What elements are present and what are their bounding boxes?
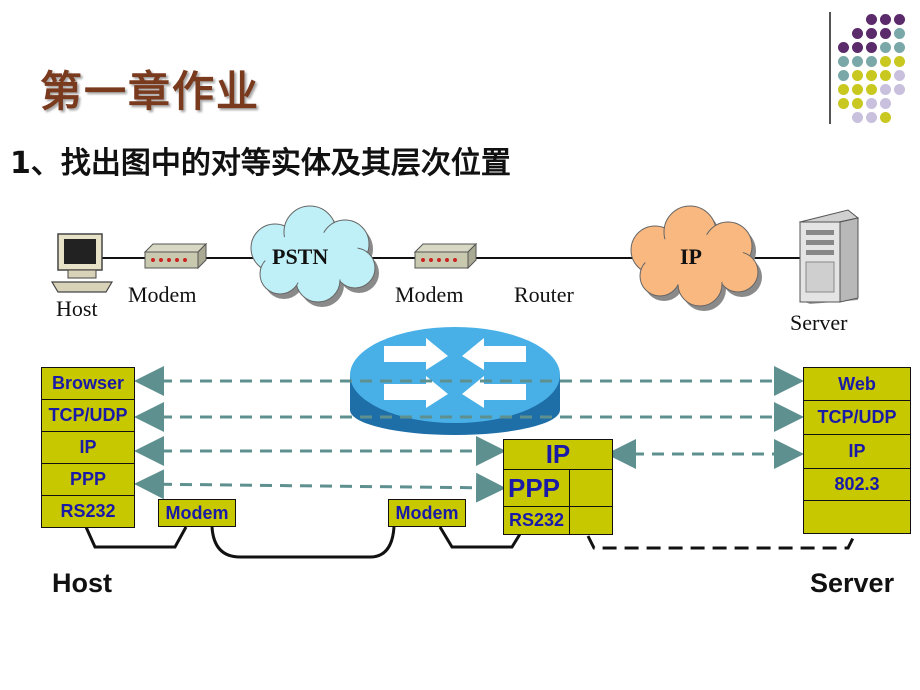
host-computer-icon xyxy=(50,233,114,293)
decor-dot xyxy=(894,42,905,53)
decor-dot xyxy=(866,14,877,25)
server-layer-tcpudp: TCP/UDP xyxy=(803,400,911,435)
host-layer-rs232: RS232 xyxy=(41,495,135,528)
decor-dot xyxy=(880,84,891,95)
router-label: Router xyxy=(514,282,574,307)
decor-dot xyxy=(838,98,849,109)
decor-dot xyxy=(852,28,863,39)
cable-router-server-ethernet xyxy=(586,527,860,550)
bottom-server-label: Server xyxy=(810,568,895,598)
decor-dot xyxy=(880,42,891,53)
decor-dot xyxy=(894,56,905,67)
ip-cloud-icon xyxy=(630,205,762,311)
modem-1-label: Modem xyxy=(128,282,197,307)
decor-dot xyxy=(838,42,849,53)
decor-dot xyxy=(852,112,863,123)
host-label: Host xyxy=(56,296,98,321)
decor-dot xyxy=(894,70,905,81)
peer-arrow-ppp xyxy=(134,469,506,503)
decor-dot xyxy=(894,14,905,25)
server-tower-icon xyxy=(798,209,860,304)
decor-dot xyxy=(894,28,905,39)
modem-2-label: Modem xyxy=(395,282,464,307)
page-title: 第一章作业 xyxy=(40,67,261,116)
decor-dot xyxy=(838,56,849,67)
question-line: 1、找出图中的对等实体及其层次位置 xyxy=(10,138,511,182)
decor-dot xyxy=(880,14,891,25)
question-text: 找出图中的对等实体及其层次位置 xyxy=(60,146,511,181)
decor-dot xyxy=(852,42,863,53)
decor-dot xyxy=(880,70,891,81)
pstn-label: PSTN xyxy=(272,244,329,269)
decor-dot xyxy=(880,98,891,109)
cable-modem-modem xyxy=(210,526,396,559)
ip-cloud-label: IP xyxy=(680,244,702,269)
decor-dot xyxy=(866,70,877,81)
decor-dot xyxy=(894,84,905,95)
host-layer-ppp: PPP xyxy=(41,463,135,496)
server-layer-physical xyxy=(803,500,911,534)
router-layer-ppp-ethernet-side xyxy=(569,469,613,507)
host-layer-browser: Browser xyxy=(41,367,135,400)
decor-dot xyxy=(838,84,849,95)
decor-dot xyxy=(866,98,877,109)
decor-dot xyxy=(866,28,877,39)
decor-dot xyxy=(852,98,863,109)
decor-dot xyxy=(880,56,891,67)
router-layer-physical-ethernet-side xyxy=(569,506,613,535)
cable-modem-router xyxy=(438,526,522,549)
decor-dot xyxy=(866,112,877,123)
decor-dot xyxy=(852,84,863,95)
host-side-modem-box: Modem xyxy=(158,499,236,527)
host-layer-ip: IP xyxy=(41,431,135,464)
decor-dot xyxy=(866,42,877,53)
modem-2-icon xyxy=(413,242,478,270)
server-layer-ip: IP xyxy=(803,434,911,469)
router-side-modem-box: Modem xyxy=(388,499,466,527)
cable-host-modem xyxy=(84,526,188,549)
decor-vertical-line xyxy=(829,12,831,124)
decor-dot xyxy=(866,56,877,67)
server-layer-8023: 802.3 xyxy=(803,468,911,501)
host-layer-tcpudp: TCP/UDP xyxy=(41,399,135,432)
router-layer-ppp: PPP xyxy=(503,469,570,507)
decor-dot xyxy=(838,70,849,81)
pstn-cloud-icon xyxy=(250,205,379,307)
router-layer-ip: IP xyxy=(503,439,613,470)
decor-dot xyxy=(852,70,863,81)
bottom-host-label: Host xyxy=(52,568,112,598)
decor-dot xyxy=(866,84,877,95)
decor-dot xyxy=(880,112,891,123)
decor-dot xyxy=(880,28,891,39)
decor-dot xyxy=(852,56,863,67)
router-layer-rs232: RS232 xyxy=(503,506,570,535)
server-layer-web: Web xyxy=(803,367,911,401)
modem-1-icon xyxy=(143,242,208,270)
question-number: 1、 xyxy=(10,146,61,181)
server-label: Server xyxy=(790,310,848,335)
